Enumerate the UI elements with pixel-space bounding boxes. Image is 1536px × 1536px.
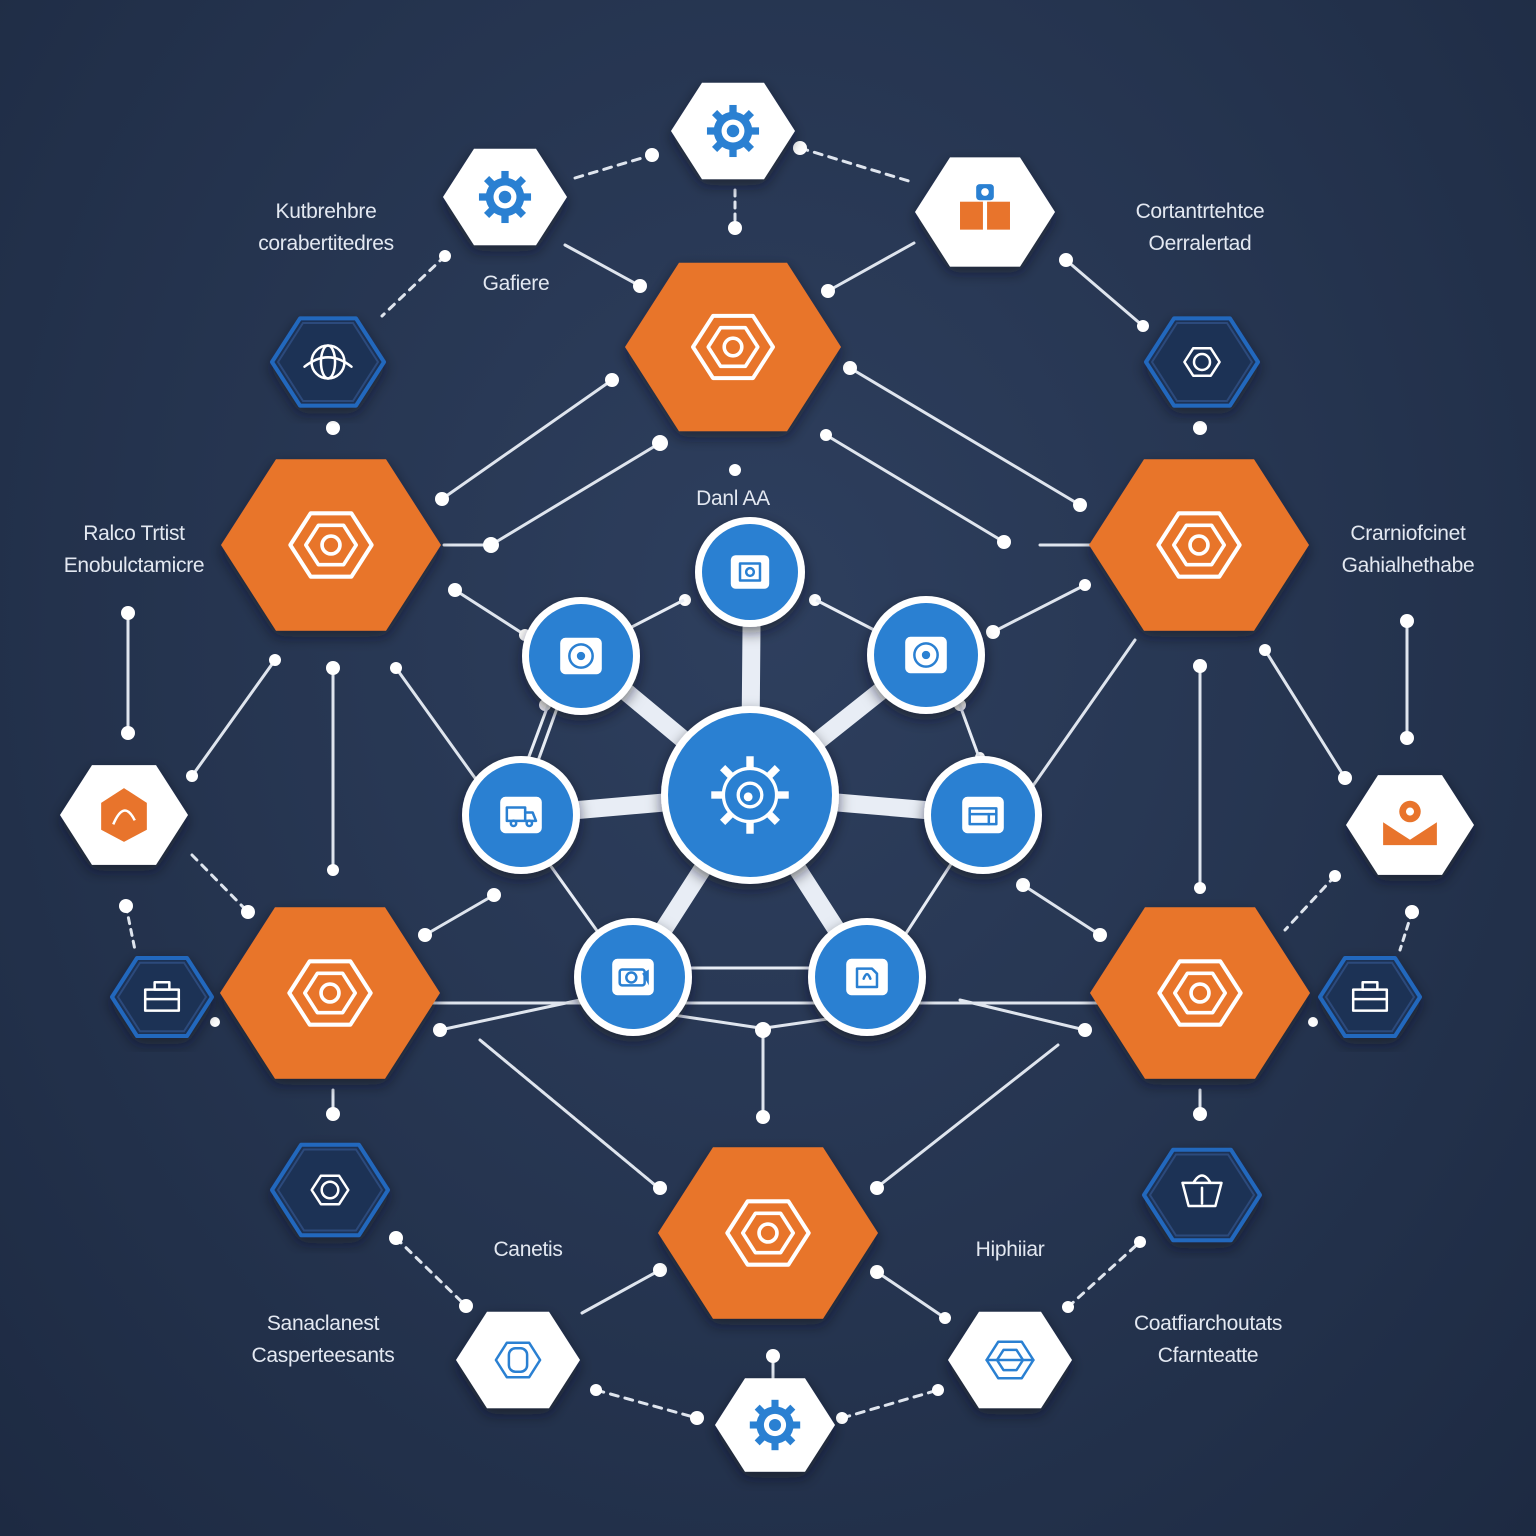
node-sat-right	[924, 756, 1042, 874]
target-icon	[560, 637, 602, 675]
node-bottom-right-cart	[1142, 1147, 1262, 1243]
node-lower-left-hub	[220, 907, 440, 1079]
cube-icon	[101, 788, 147, 842]
hub-inner-links	[522, 598, 982, 970]
label-mid-right-line1: Crarniofcinet	[1350, 522, 1466, 545]
circle-nodes	[462, 517, 1042, 1036]
label-top-right: Cortantrtehtce Oerralertad	[1136, 196, 1265, 260]
globe-icon	[303, 344, 353, 380]
nested-hexagon-icon	[691, 313, 775, 381]
hexagon-nodes	[60, 82, 1474, 1472]
node-right-ring	[1144, 316, 1260, 408]
package-icon	[960, 184, 1010, 230]
shield-icon	[494, 1341, 542, 1379]
ring-icon	[1183, 347, 1221, 377]
label-bottom-right-line1: Coatfiarchoutats	[1133, 1312, 1283, 1335]
nested-hexagon-icon	[1156, 511, 1242, 579]
toolbox-icon	[1351, 981, 1389, 1012]
label-gear-caption: Gafiere	[482, 272, 550, 295]
location-pin-icon	[1383, 800, 1437, 846]
node-far-right-map	[1346, 775, 1474, 875]
label-mid-left-line2: Enobulctamicre	[63, 554, 205, 577]
node-sat-upper-right	[867, 596, 985, 714]
ring-icon	[310, 1174, 350, 1206]
node-sat-lower-left	[574, 918, 692, 1036]
node-bottom-right-gem	[948, 1311, 1072, 1409]
node-bottom-center-hub	[658, 1147, 878, 1319]
label-top-right-line1: Cortantrtehtce	[1135, 200, 1265, 223]
node-left-toolbox	[110, 956, 214, 1038]
document-icon	[846, 958, 888, 996]
label-mid-right-line2: Gahialhethabe	[1341, 554, 1475, 577]
camera-icon	[612, 958, 654, 996]
nested-hexagon-icon	[1157, 959, 1243, 1027]
label-center-top: Danl AA	[696, 487, 770, 510]
truck-icon	[500, 796, 542, 834]
label-top-right-line2: Oerralertad	[1148, 232, 1252, 255]
node-bottom-left-shield	[456, 1311, 580, 1409]
label-top-left-line2: corabertitedres	[258, 232, 394, 255]
label-bottom-left: Sanaclanest Casperteesants	[252, 1308, 395, 1372]
nested-hexagon-icon	[288, 511, 374, 579]
toolbox-icon	[143, 981, 181, 1012]
node-sat-left	[462, 756, 580, 874]
label-bottom-left-caption: Canetis	[493, 1238, 563, 1261]
cart-icon	[1181, 1174, 1223, 1208]
nested-hexagon-icon	[287, 959, 373, 1027]
gear-eye-icon	[711, 756, 789, 834]
label-bottom-right-line2: Cfarnteatte	[1157, 1344, 1259, 1367]
label-bottom-right: Coatfiarchoutats Cfarnteatte	[1134, 1308, 1282, 1372]
node-mid-right-hub	[1089, 459, 1309, 631]
node-upper-right-box	[915, 157, 1055, 267]
node-left-globe	[270, 316, 386, 408]
gem-icon	[985, 1340, 1035, 1380]
label-mid-right: Crarniofcinet Gahialhethabe	[1342, 518, 1475, 582]
gear-icon	[706, 104, 760, 158]
node-far-left-cube	[60, 765, 188, 865]
label-bottom-left-line1: Sanaclanest	[266, 1312, 380, 1335]
node-bottom-left-ring	[270, 1142, 390, 1238]
folder-icon	[962, 796, 1004, 834]
node-right-toolbox	[1318, 956, 1422, 1038]
node-sat-top	[695, 517, 805, 627]
node-lower-right-hub	[1090, 907, 1310, 1079]
label-bottom-left-line2: Casperteesants	[251, 1344, 395, 1367]
window-icon	[730, 555, 770, 589]
node-top-gear	[671, 82, 795, 180]
label-top-left: Kutbrehbre corabertitedres	[258, 196, 394, 260]
nested-hexagon-icon	[725, 1199, 811, 1267]
node-upper-left-gear	[443, 148, 567, 246]
node-core	[661, 706, 839, 884]
node-mid-left-hub	[221, 459, 441, 631]
node-sat-lower-right	[808, 918, 926, 1036]
gear-icon	[749, 1399, 801, 1451]
node-top-center-hub	[625, 262, 841, 432]
node-bottom-gear	[715, 1378, 835, 1472]
label-top-left-line1: Kutbrehbre	[275, 200, 377, 223]
gear-icon	[478, 170, 532, 224]
connector-dots	[119, 141, 1419, 1425]
connector-lines	[124, 146, 1414, 1420]
node-sat-upper-left	[522, 597, 640, 715]
target-icon	[905, 636, 947, 674]
label-mid-left: Ralco Trtist Enobulctamicre	[64, 518, 205, 582]
label-mid-left-line1: Ralco Trtist	[83, 522, 185, 545]
label-bottom-right-caption: Hiphiiar	[975, 1238, 1045, 1261]
